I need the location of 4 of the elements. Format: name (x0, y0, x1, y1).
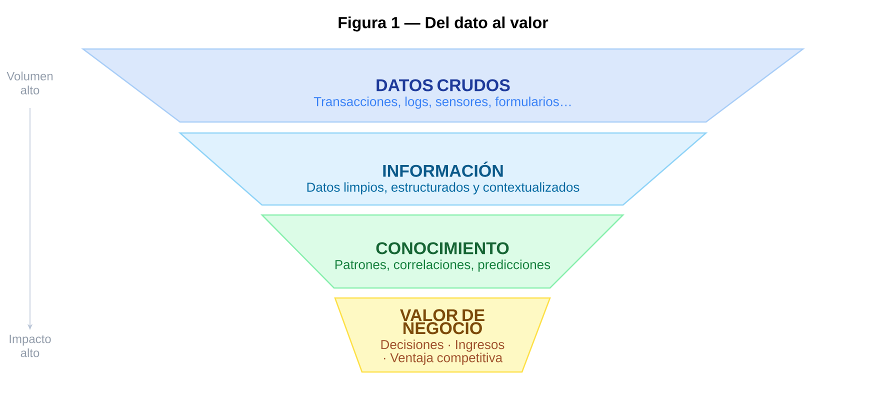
axis-label: Impacto alto (10, 334, 51, 358)
title: Figura 1 — Del dato al valor (338, 16, 548, 32)
funnel-stage: VALOR DE NEGOCIO Decisiones · Ingresos · Ventaja competitiva (334, 297, 551, 373)
axis-label: Volumen alto (6, 72, 53, 94)
